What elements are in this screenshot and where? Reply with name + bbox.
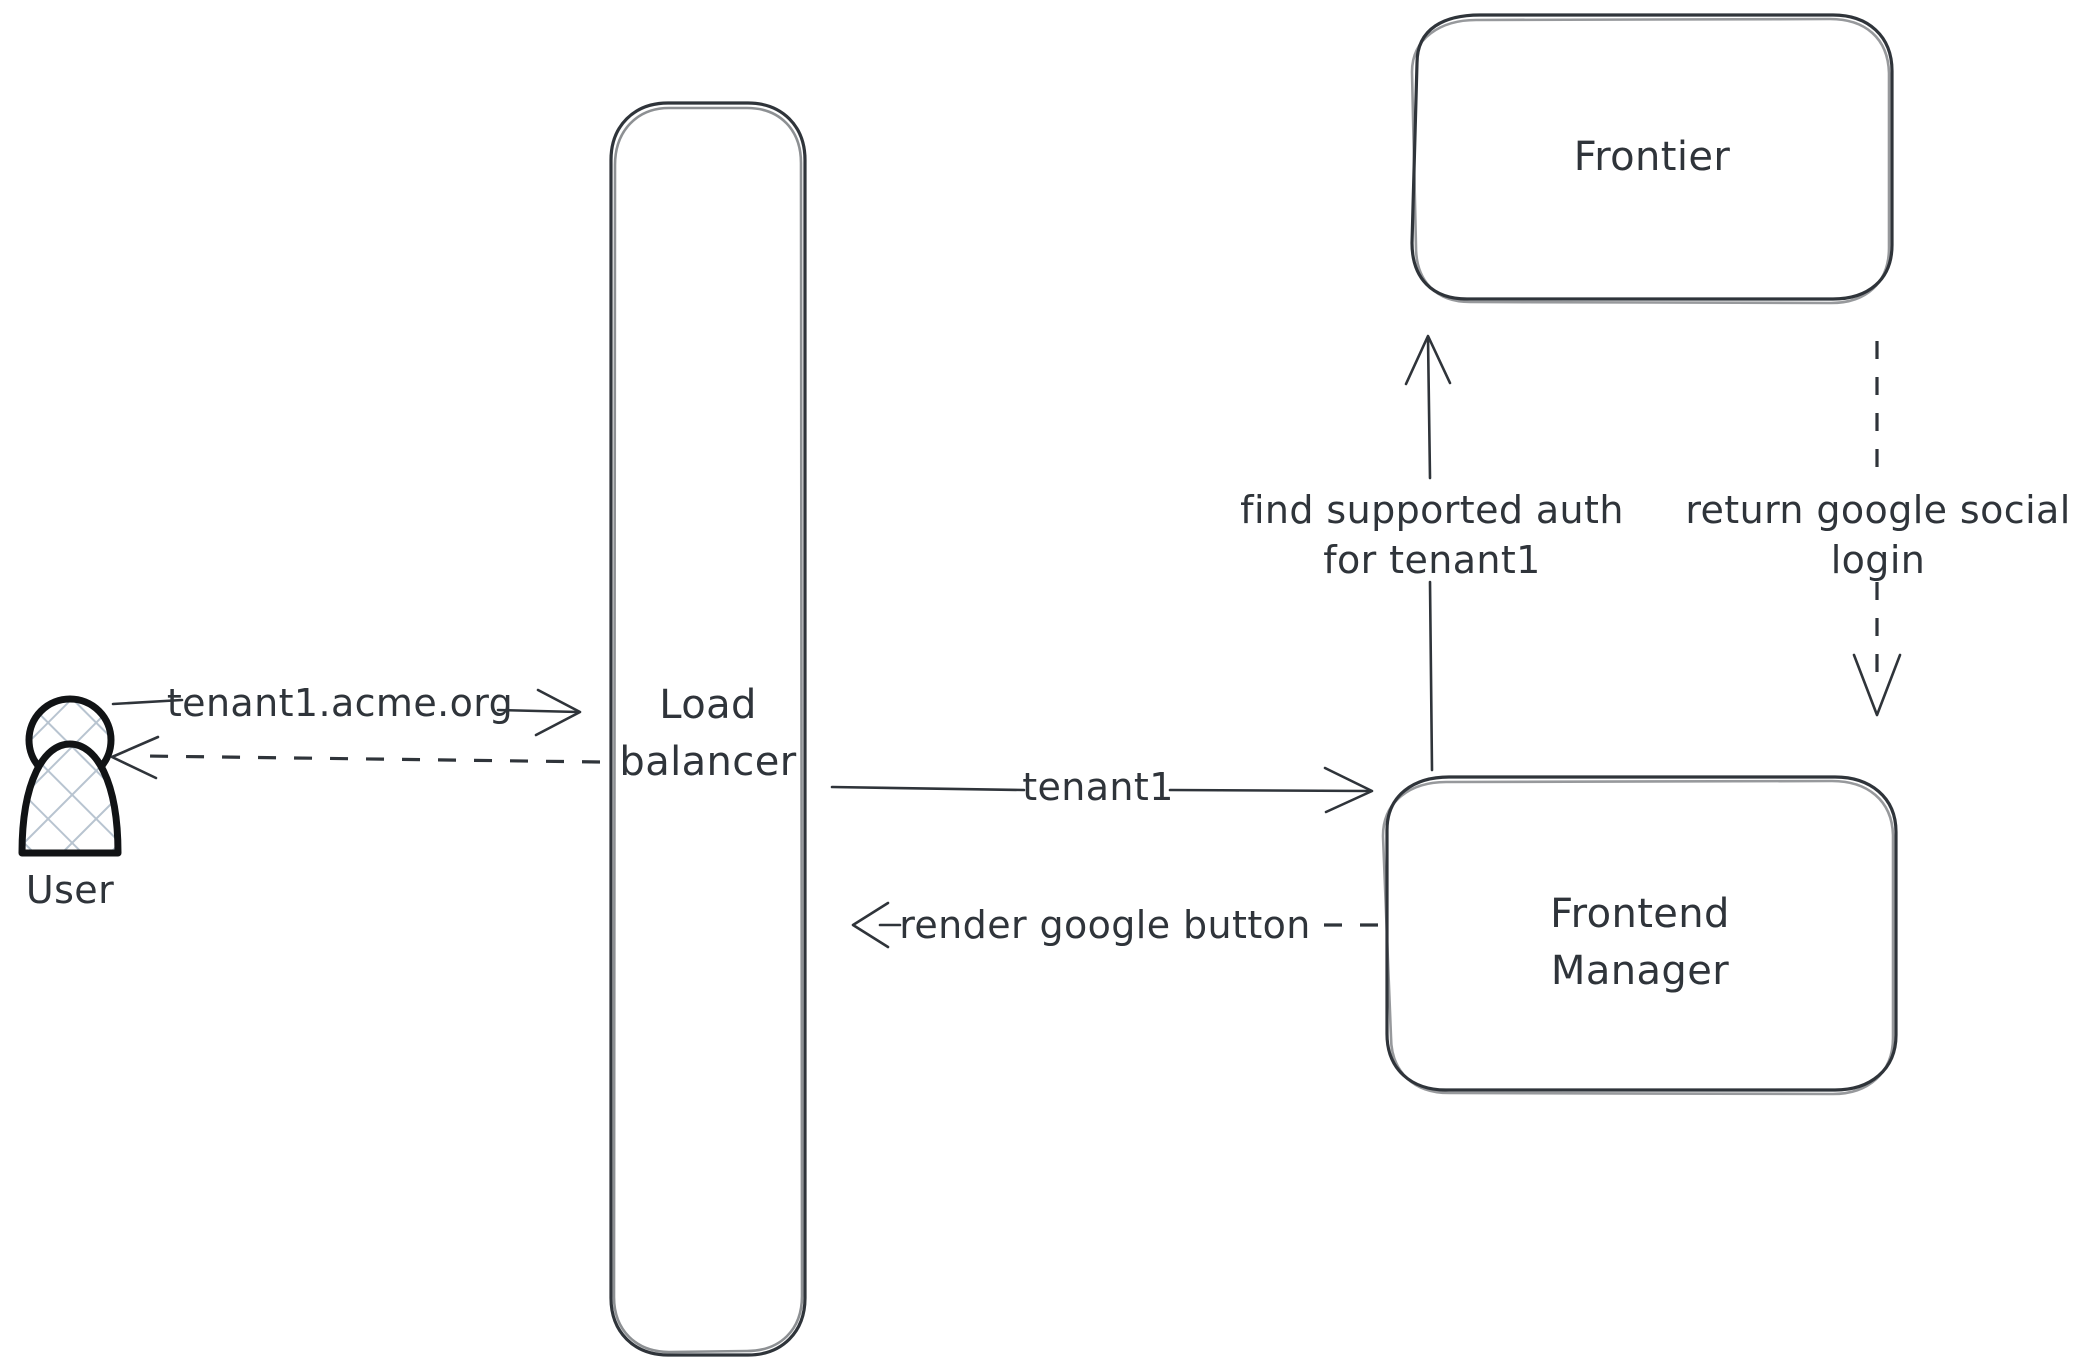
edge-fm-to-frontier-label-line1: find supported auth [1240, 488, 1624, 532]
edge-fm-to-frontier-arrowhead [1404, 334, 1452, 386]
edge-fm-to-frontier-label-line2: for tenant1 [1323, 538, 1541, 582]
frontend-manager-label-line2: Manager [1551, 948, 1729, 994]
edge-frontier-to-fm-label-line2: login [1831, 538, 1926, 582]
edge-lb-to-fm-arrowhead [1323, 766, 1374, 814]
edge-load-balancer-to-frontend-manager[interactable]: tenant1 [830, 765, 1374, 814]
edge-load-balancer-to-user[interactable] [110, 735, 601, 780]
node-frontier[interactable]: Frontier [1410, 13, 1894, 305]
frontend-manager-shape-sketch [1381, 779, 1895, 1096]
edge-user-to-lb-arrowhead [534, 688, 582, 737]
frontier-label: Frontier [1574, 134, 1731, 180]
node-frontend-manager[interactable]: Frontend Manager [1381, 775, 1898, 1096]
actor-user-label: User [26, 868, 114, 912]
frontend-manager-label-line1: Frontend [1550, 891, 1730, 937]
edge-fm-to-lb-label: render google button [899, 903, 1311, 947]
edge-frontier-to-fm-label-line1: return google social [1685, 488, 2070, 532]
edge-frontier-to-fm-arrowhead [1852, 653, 1902, 717]
load-balancer-label-line2: balancer [619, 739, 796, 785]
frontier-shape-sketch [1410, 17, 1891, 305]
edge-fm-to-frontier-line-upper [1426, 336, 1432, 480]
edge-user-to-lb-line-right [496, 708, 580, 714]
edge-frontend-manager-to-frontier[interactable]: find supported auth for tenant1 [1240, 334, 1624, 772]
edge-lb-to-fm-label: tenant1 [1022, 765, 1174, 809]
edge-fm-to-lb-arrowhead [851, 901, 890, 949]
edge-lb-to-user-line [144, 754, 601, 764]
edge-user-to-lb-line-left [111, 698, 184, 706]
load-balancer-shape [609, 101, 807, 1357]
edge-frontend-manager-to-load-balancer[interactable]: render google button [851, 901, 1378, 949]
actor-user[interactable]: User [18, 695, 122, 912]
edge-lb-to-fm-line-left [830, 785, 1026, 792]
edge-user-to-lb-label: tenant1.acme.org [167, 681, 513, 725]
edge-frontier-to-frontend-manager[interactable]: return google social login [1685, 341, 2070, 717]
load-balancer-shape-sketch [612, 106, 804, 1354]
edge-fm-to-frontier-line-lower [1428, 580, 1434, 772]
edge-user-to-load-balancer[interactable]: tenant1.acme.org [111, 681, 582, 737]
user-body-outline [18, 740, 122, 857]
user-body-icon [22, 744, 118, 853]
edge-lb-to-fm-line-right [1168, 788, 1372, 793]
load-balancer-label-line1: Load [659, 682, 757, 728]
node-load-balancer[interactable]: Load balancer [609, 101, 807, 1357]
edge-lb-to-user-arrowhead [110, 735, 160, 780]
